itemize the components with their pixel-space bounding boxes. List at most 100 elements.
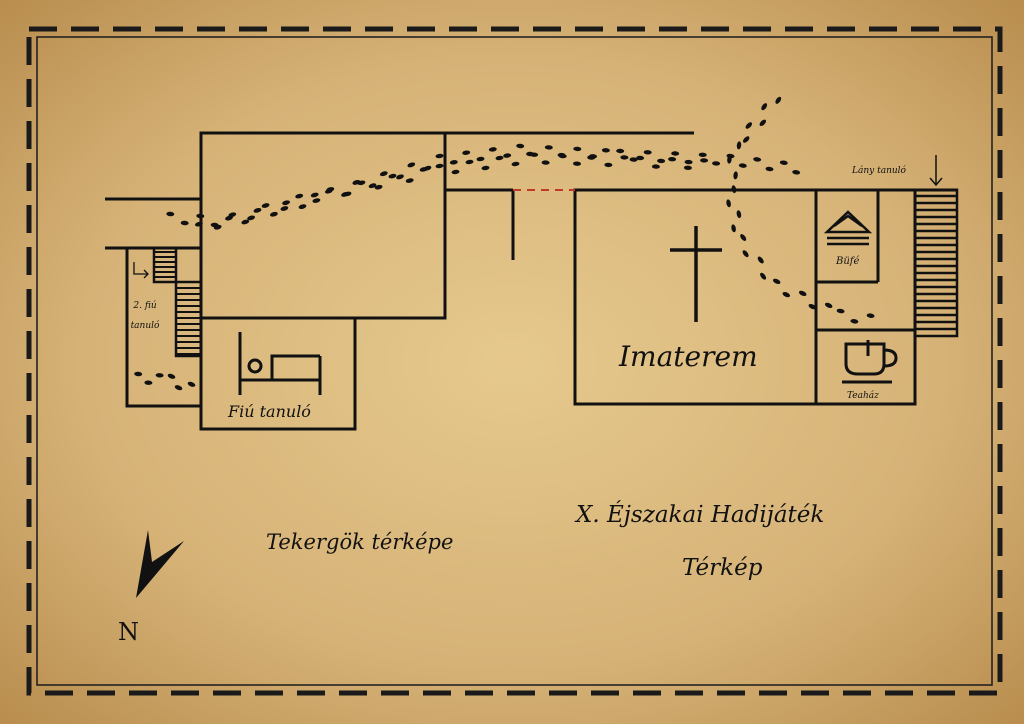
footprint-icon bbox=[740, 234, 747, 241]
footprint-icon bbox=[155, 373, 164, 378]
teahouse-label: Teaház bbox=[847, 390, 879, 401]
left-title: Tekergök térképe bbox=[266, 530, 453, 554]
footprint-icon bbox=[850, 319, 859, 324]
footprint-icon bbox=[866, 313, 875, 318]
footprint-icon bbox=[368, 183, 377, 189]
girls-room-label: Lány tanuló bbox=[851, 165, 907, 176]
footprint-icon bbox=[228, 212, 237, 218]
footprint-icon bbox=[775, 96, 782, 104]
footprint-icon bbox=[449, 160, 458, 165]
footprint-icon bbox=[573, 146, 582, 152]
footprint-icon bbox=[481, 165, 490, 171]
footprint-icon bbox=[298, 204, 307, 209]
footprint-icon bbox=[544, 145, 553, 150]
footprint-icon bbox=[174, 385, 183, 391]
footprint-icon bbox=[772, 278, 781, 285]
footprint-icon bbox=[261, 203, 270, 208]
footprint-icon bbox=[727, 155, 732, 164]
footprint-icon bbox=[180, 220, 189, 226]
down-arrow-icon bbox=[929, 155, 943, 187]
footprint-icon bbox=[144, 380, 153, 385]
sandwich-icon bbox=[823, 210, 873, 246]
footprint-icon bbox=[312, 198, 321, 203]
footprint-icon bbox=[759, 119, 767, 127]
footprint-icon bbox=[761, 103, 768, 111]
footprint-icon bbox=[388, 173, 397, 179]
footprint-icon bbox=[700, 158, 709, 163]
footprint-trail bbox=[134, 96, 875, 391]
teacup-icon bbox=[842, 340, 898, 384]
footprint-icon bbox=[343, 191, 352, 197]
footprint-icon bbox=[167, 373, 176, 379]
footprint-icon bbox=[742, 250, 749, 258]
buffet-label: Büfé bbox=[835, 256, 859, 267]
cross-icon bbox=[670, 226, 722, 322]
second-boys-room-label: 2. fiú tanuló bbox=[130, 301, 160, 331]
footprint-icon bbox=[435, 163, 444, 169]
footprint-icon bbox=[760, 272, 767, 280]
footprint-icon bbox=[629, 157, 638, 162]
map-border bbox=[26, 26, 1003, 696]
footprint-icon bbox=[396, 174, 404, 180]
footprint-icon bbox=[476, 156, 485, 162]
stairs-girls bbox=[913, 188, 959, 338]
footprint-icon bbox=[798, 290, 807, 297]
footprint-icon bbox=[516, 143, 525, 149]
right-arrow-icon bbox=[133, 262, 149, 279]
footprint-icon bbox=[405, 178, 414, 183]
footprint-icon bbox=[731, 185, 737, 194]
footprint-icon bbox=[601, 148, 610, 153]
prayer-room-label: Imaterem bbox=[618, 340, 758, 373]
footprint-icon bbox=[836, 308, 845, 314]
footprint-icon bbox=[808, 303, 817, 310]
footprint-icon bbox=[526, 151, 535, 157]
footprint-icon bbox=[134, 371, 143, 377]
footprint-icon bbox=[733, 171, 738, 180]
footprint-icon bbox=[636, 155, 645, 161]
footprint-icon bbox=[357, 180, 366, 186]
footprint-icon bbox=[451, 169, 460, 175]
footprint-icon bbox=[657, 158, 666, 164]
boys-room-label: Fiú tanuló bbox=[227, 402, 311, 421]
footprint-icon bbox=[435, 153, 444, 159]
footprint-icon bbox=[282, 200, 291, 206]
footprint-icon bbox=[166, 211, 175, 217]
footprint-icon bbox=[824, 302, 833, 309]
footprint-icon bbox=[195, 221, 203, 227]
footprint-icon bbox=[765, 166, 774, 172]
stairs-girls-steps bbox=[915, 194, 957, 331]
footprint-icon bbox=[295, 193, 304, 199]
footprint-icon bbox=[269, 211, 278, 217]
footprint-icon bbox=[379, 171, 388, 177]
footprint-icon bbox=[187, 381, 196, 387]
footprint-icon bbox=[782, 291, 791, 298]
footprint-icon bbox=[684, 159, 693, 165]
footprint-icon bbox=[326, 187, 335, 192]
footprint-icon bbox=[503, 153, 512, 158]
footprint-icon bbox=[616, 148, 625, 154]
footprint-icon bbox=[280, 206, 289, 211]
footprint-icon bbox=[712, 161, 721, 166]
footprint-icon bbox=[511, 161, 520, 167]
footprint-icon bbox=[573, 161, 581, 166]
footprint-icon bbox=[671, 151, 680, 156]
footprint-icon bbox=[465, 159, 474, 165]
footprint-icon bbox=[731, 224, 736, 233]
footprint-icon bbox=[698, 152, 707, 158]
footprint-icon bbox=[196, 213, 205, 219]
footprint-icon bbox=[668, 156, 677, 162]
footprint-icon bbox=[557, 152, 566, 158]
footprint-icon bbox=[757, 256, 764, 264]
footprint-icon bbox=[779, 160, 788, 165]
stairs-boys-steps bbox=[154, 251, 201, 355]
footprint-icon bbox=[213, 224, 222, 230]
footprint-icon bbox=[241, 219, 250, 225]
footprint-icon bbox=[310, 192, 319, 198]
main-title-line2: Térkép bbox=[682, 555, 763, 581]
footprint-icon bbox=[742, 136, 750, 143]
footprint-icon bbox=[620, 155, 629, 160]
bed-icon bbox=[238, 332, 322, 395]
footprint-icon bbox=[604, 162, 613, 168]
